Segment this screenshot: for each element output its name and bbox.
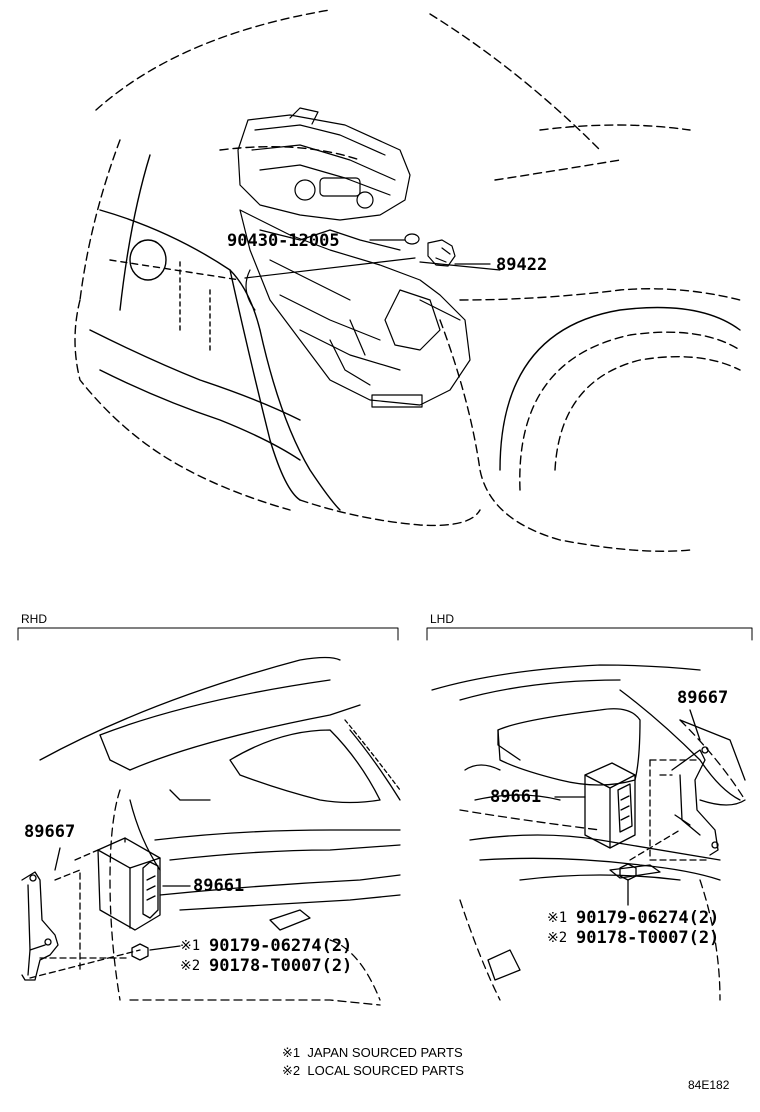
washer-part-number[interactable]: 90430-12005 (227, 231, 340, 251)
figure-code: 84E182 (688, 1078, 730, 1092)
lhd-drawing (431, 664, 746, 1001)
footnote-1: ※1 JAPAN SOURCED PARTS (282, 1045, 463, 1061)
footnote-2: ※2 LOCAL SOURCED PARTS (282, 1063, 464, 1079)
rhd-bracket-part-number[interactable]: 89667 (24, 822, 76, 842)
footnote-1-text: JAPAN SOURCED PARTS (307, 1045, 463, 1060)
engine-transaxle-drawing (237, 107, 501, 408)
rhd-bolt2-part-number[interactable]: 90178-T0007(2) (209, 956, 353, 976)
lhd-bolt2-part-number[interactable]: 90178-T0007(2) (576, 928, 720, 948)
lhd-ecu-part-number[interactable]: 89661 (490, 787, 542, 807)
section-brackets (17, 627, 753, 641)
lhd-section-title: LHD (430, 612, 455, 626)
speed-sensor-part-number[interactable]: 89422 (496, 255, 548, 275)
rhd-drawing (21, 656, 401, 1006)
lhd-bolt1-part-number[interactable]: 90179-06274(2) (576, 908, 720, 928)
rhd-section-title: RHD (21, 612, 47, 626)
lhd-bolt2-mark: ※2 (547, 930, 568, 946)
rhd-bolt1-mark: ※1 (180, 938, 201, 954)
footnote-1-mark: ※1 (282, 1045, 301, 1060)
footnote-2-text: LOCAL SOURCED PARTS (307, 1063, 464, 1078)
lhd-bracket-part-number[interactable]: 89667 (677, 688, 729, 708)
lhd-bolt1-mark: ※1 (547, 910, 568, 926)
footnote-2-mark: ※2 (282, 1063, 301, 1078)
rhd-bolt2-mark: ※2 (180, 958, 201, 974)
vehicle-front-drawing (74, 9, 741, 552)
rhd-bolt1-part-number[interactable]: 90179-06274(2) (209, 936, 353, 956)
rhd-ecu-part-number[interactable]: 89661 (193, 876, 245, 896)
